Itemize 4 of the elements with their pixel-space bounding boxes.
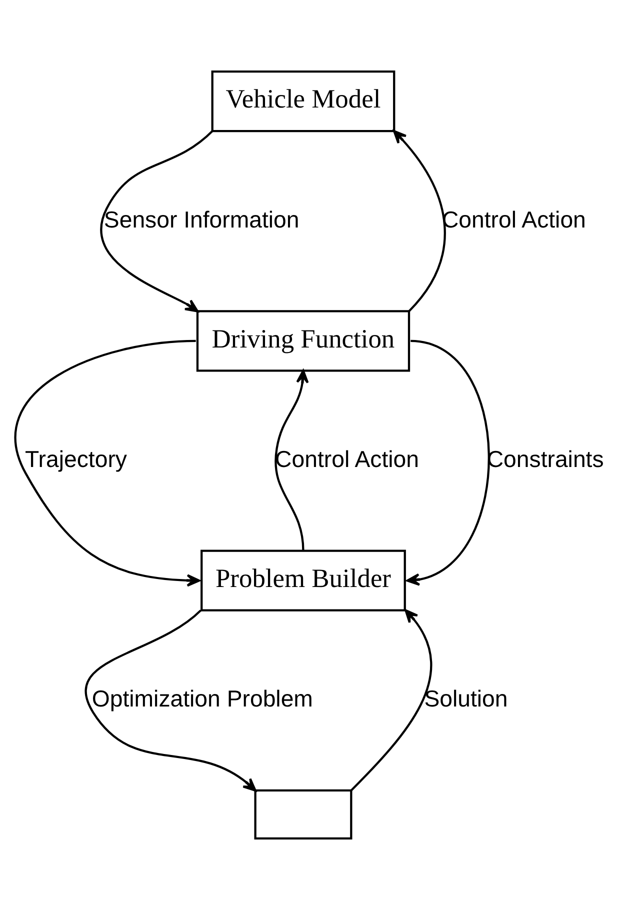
edge-label: Trajectory bbox=[25, 445, 127, 472]
edge-label: Sensor Information bbox=[104, 206, 300, 232]
edge-label: Solution bbox=[424, 685, 508, 712]
edge-label: Optimization Problem bbox=[92, 685, 313, 712]
